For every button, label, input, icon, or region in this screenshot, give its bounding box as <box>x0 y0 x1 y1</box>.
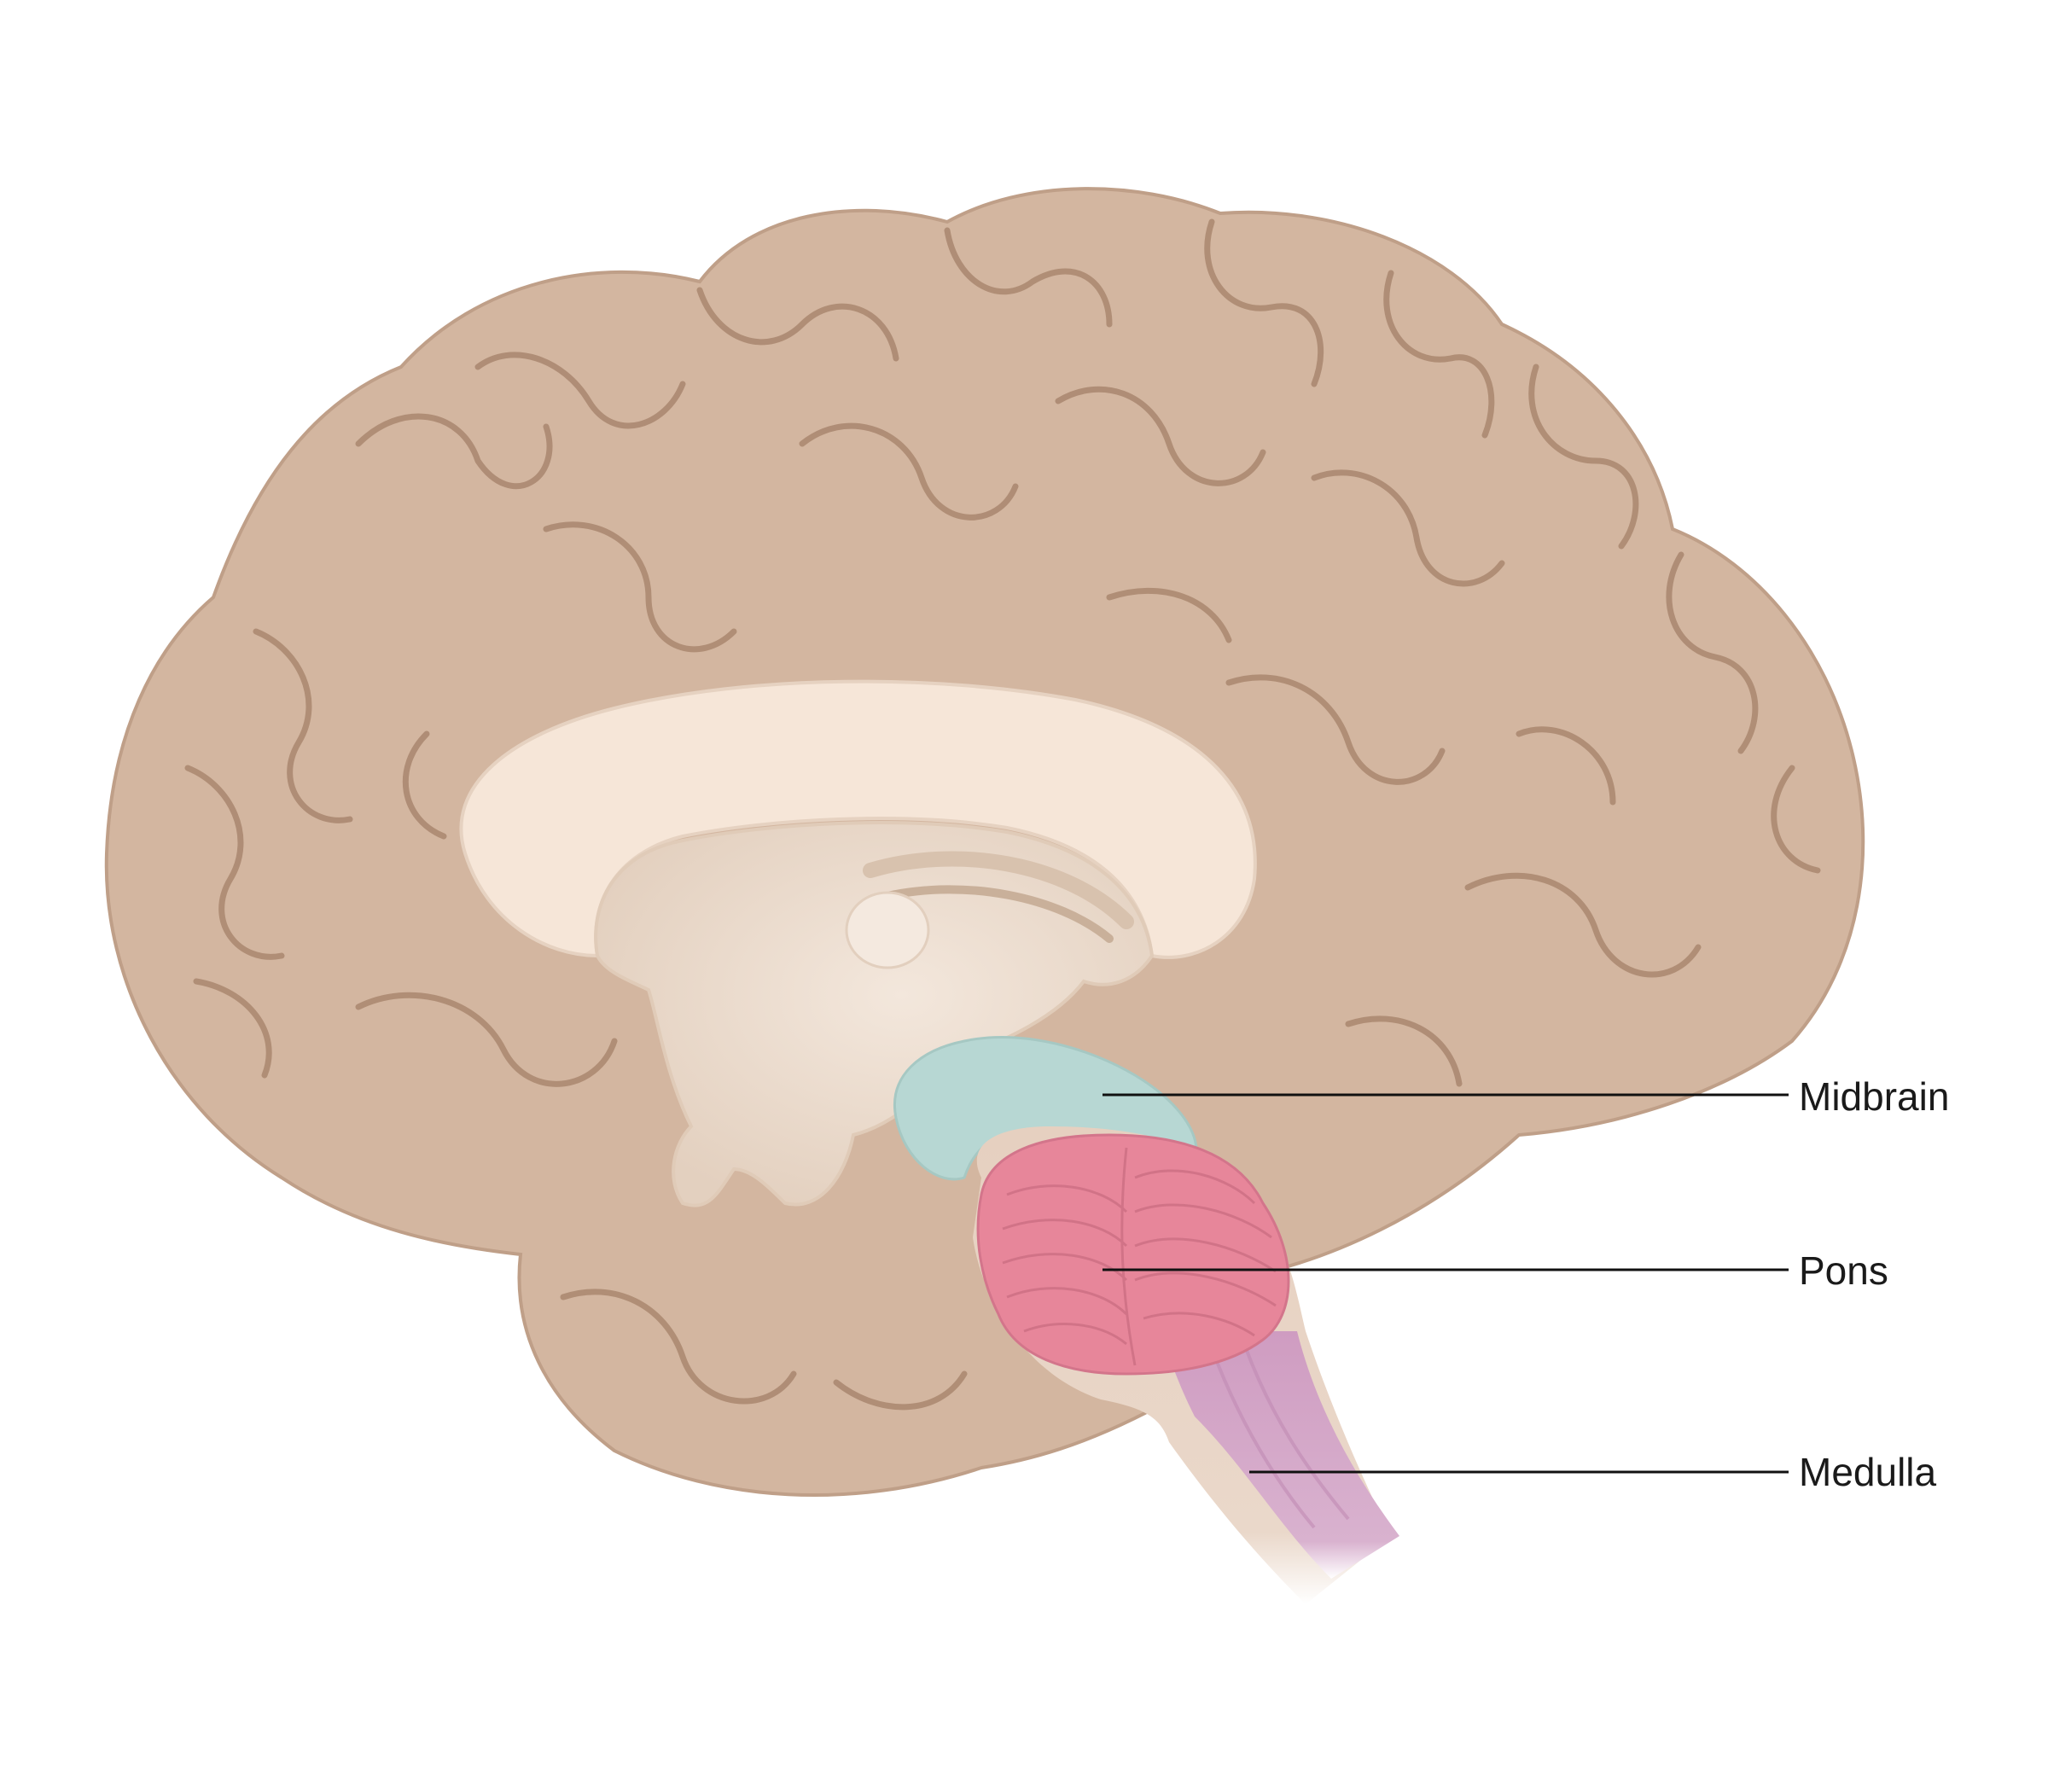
pons-region <box>976 1133 1290 1376</box>
label-medulla: Medulla <box>1799 1450 1937 1494</box>
fornix-inner <box>883 885 1114 943</box>
medulla-region <box>1161 1331 1399 1579</box>
label-pons: Pons <box>1799 1248 1888 1293</box>
pons-striations <box>1002 1147 1277 1366</box>
label-midbrain: Midbrain <box>1799 1074 1950 1119</box>
cortex-folds <box>184 218 1821 1411</box>
thalamus <box>845 891 930 969</box>
medulla-striations <box>1210 1347 1350 1529</box>
fornix <box>863 851 1134 929</box>
